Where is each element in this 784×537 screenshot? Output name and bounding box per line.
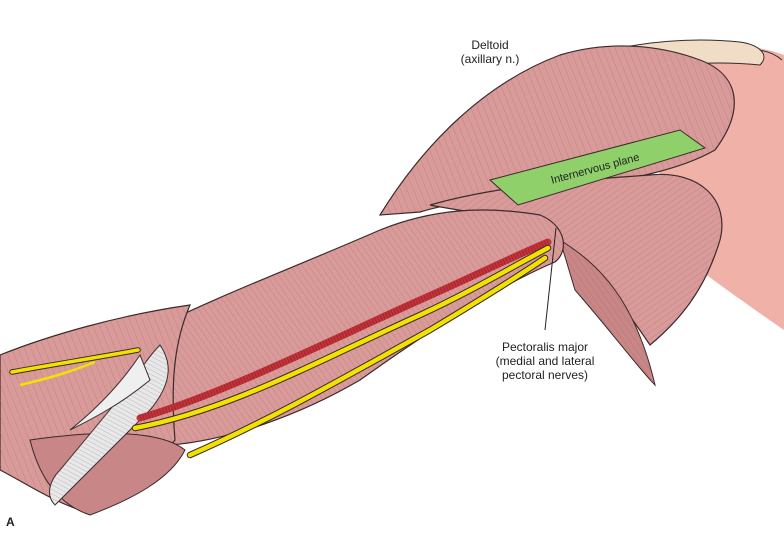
internervous-plane [488,129,707,206]
deltoid-label-line-2: (axillary n.) [460,52,520,66]
panel-label: A [6,515,15,529]
chest-lower-fibers [560,240,655,385]
ulnar-nerve-fill [187,255,548,458]
pectoralis-label-line-1: Pectoralis major [501,340,589,354]
deltoid-label-line-1: Deltoid [471,38,509,52]
deltoid-label: Deltoid (axillary n.) [445,38,535,66]
musculocutaneous-nerve-fill [10,348,140,374]
pectoralis-label-line-2: (medial and lateral [495,354,595,368]
deltoid-fibers [380,45,735,216]
pectoralis-label-line-3: pectoral nerves) [501,368,589,382]
biceps-tendon [69,353,151,431]
pectoralis-label: Pectoralis major (medial and lateral pec… [480,340,610,382]
brachial-artery-shading [139,238,550,422]
median-nerve-fill [132,245,551,431]
nerve-branch [19,360,96,387]
pectoralis-leader-line [544,227,557,331]
